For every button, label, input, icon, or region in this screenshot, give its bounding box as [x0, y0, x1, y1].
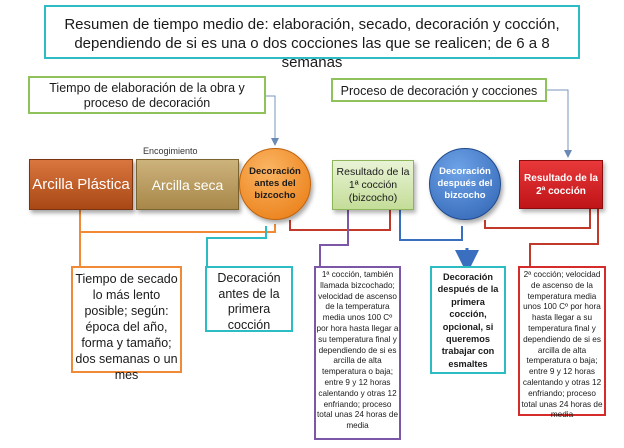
detail-coccion-1: 1ª cocción, también llamada bizcochado; …: [314, 266, 401, 440]
stage-arcilla-seca: Arcilla seca: [136, 159, 239, 210]
label-decoracion-cocciones: Proceso de decoración y cocciones: [331, 78, 547, 102]
stage-arcilla-plastica: Arcilla Plástica: [29, 159, 133, 210]
summary-title: Resumen de tiempo medio de: elaboración,…: [44, 5, 580, 71]
detail-coccion-2: 2ª cocción; velocidad de ascenso de la t…: [518, 266, 606, 419]
stage-resultado-1: Resultado de la 1ª cocción (bizcocho): [332, 160, 414, 210]
label-encogimiento: Encogimiento: [143, 146, 198, 156]
detail-decoracion-primera: Decoración antes de la primera cocción: [205, 266, 293, 332]
label-elaboracion: Tiempo de elaboración de la obra y proce…: [28, 76, 266, 114]
summary-title-line1: Resumen de tiempo medio de: elaboración,…: [64, 16, 560, 33]
summary-title-line2: dependiendo de si es una o dos cocciones…: [74, 35, 550, 71]
detail-secado: Tiempo de secado lo más lento posible; s…: [71, 266, 182, 382]
detail-decoracion-opcional: Decoración después de la primera cocción…: [430, 266, 506, 374]
stage-decoracion-despues: Decoración después del bizcocho: [429, 148, 501, 220]
stage-resultado-2: Resultado de la 2ª cocción: [519, 160, 603, 209]
stage-decoracion-antes: Decoración antes del bizcocho: [239, 148, 311, 220]
